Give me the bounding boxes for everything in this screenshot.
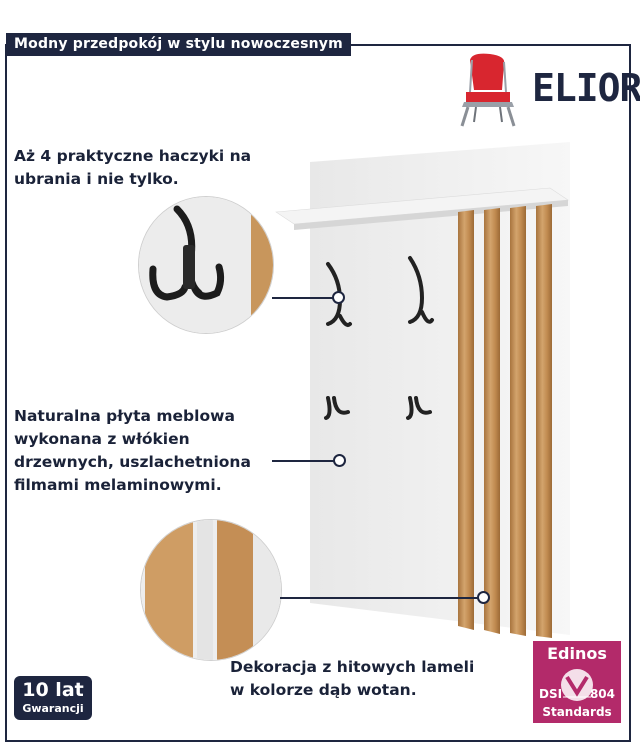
- callout-dot-slats: [477, 591, 490, 604]
- check-icon: [561, 669, 593, 701]
- slat-closeup: [140, 519, 282, 661]
- callout-line-hooks: [272, 297, 334, 299]
- callout-dot-hooks: [332, 291, 345, 304]
- certification-brand: Edinos: [547, 644, 607, 663]
- certification-badge: Edinos DSI 804 Standards: [533, 641, 621, 723]
- callout-line-slats: [280, 597, 478, 599]
- hook-closeup: [138, 196, 274, 334]
- certification-right: 804: [589, 687, 615, 701]
- feature-board-text: Naturalna płyta meblowa wykonana z włóki…: [14, 407, 251, 494]
- page-title: Modny przedpokój w stylu nowoczesnym: [6, 33, 351, 56]
- callout-dot-board: [333, 454, 346, 467]
- back-panel: [310, 142, 570, 635]
- shelf-front: [294, 200, 568, 230]
- certification-left: DSI: [539, 687, 563, 701]
- warranty-badge: 10 lat Gwarancji: [14, 676, 92, 720]
- feature-slats-text: Dekoracja z hitowych lameli w kolorze dą…: [230, 658, 475, 699]
- callout-line-board: [272, 460, 334, 462]
- brand-name: ELIOR: [532, 66, 640, 110]
- oak-slats: [458, 204, 552, 638]
- feature-hooks-text: Aż 4 praktyczne haczyki na ubrania i nie…: [14, 147, 252, 188]
- chair-icon: [460, 53, 516, 127]
- certification-bottom: Standards: [542, 705, 612, 719]
- warranty-years: 10 lat: [22, 679, 84, 701]
- warranty-label: Gwarancji: [22, 702, 84, 715]
- hallway-panel-illustration: [275, 142, 570, 638]
- brand-logo: [460, 53, 516, 127]
